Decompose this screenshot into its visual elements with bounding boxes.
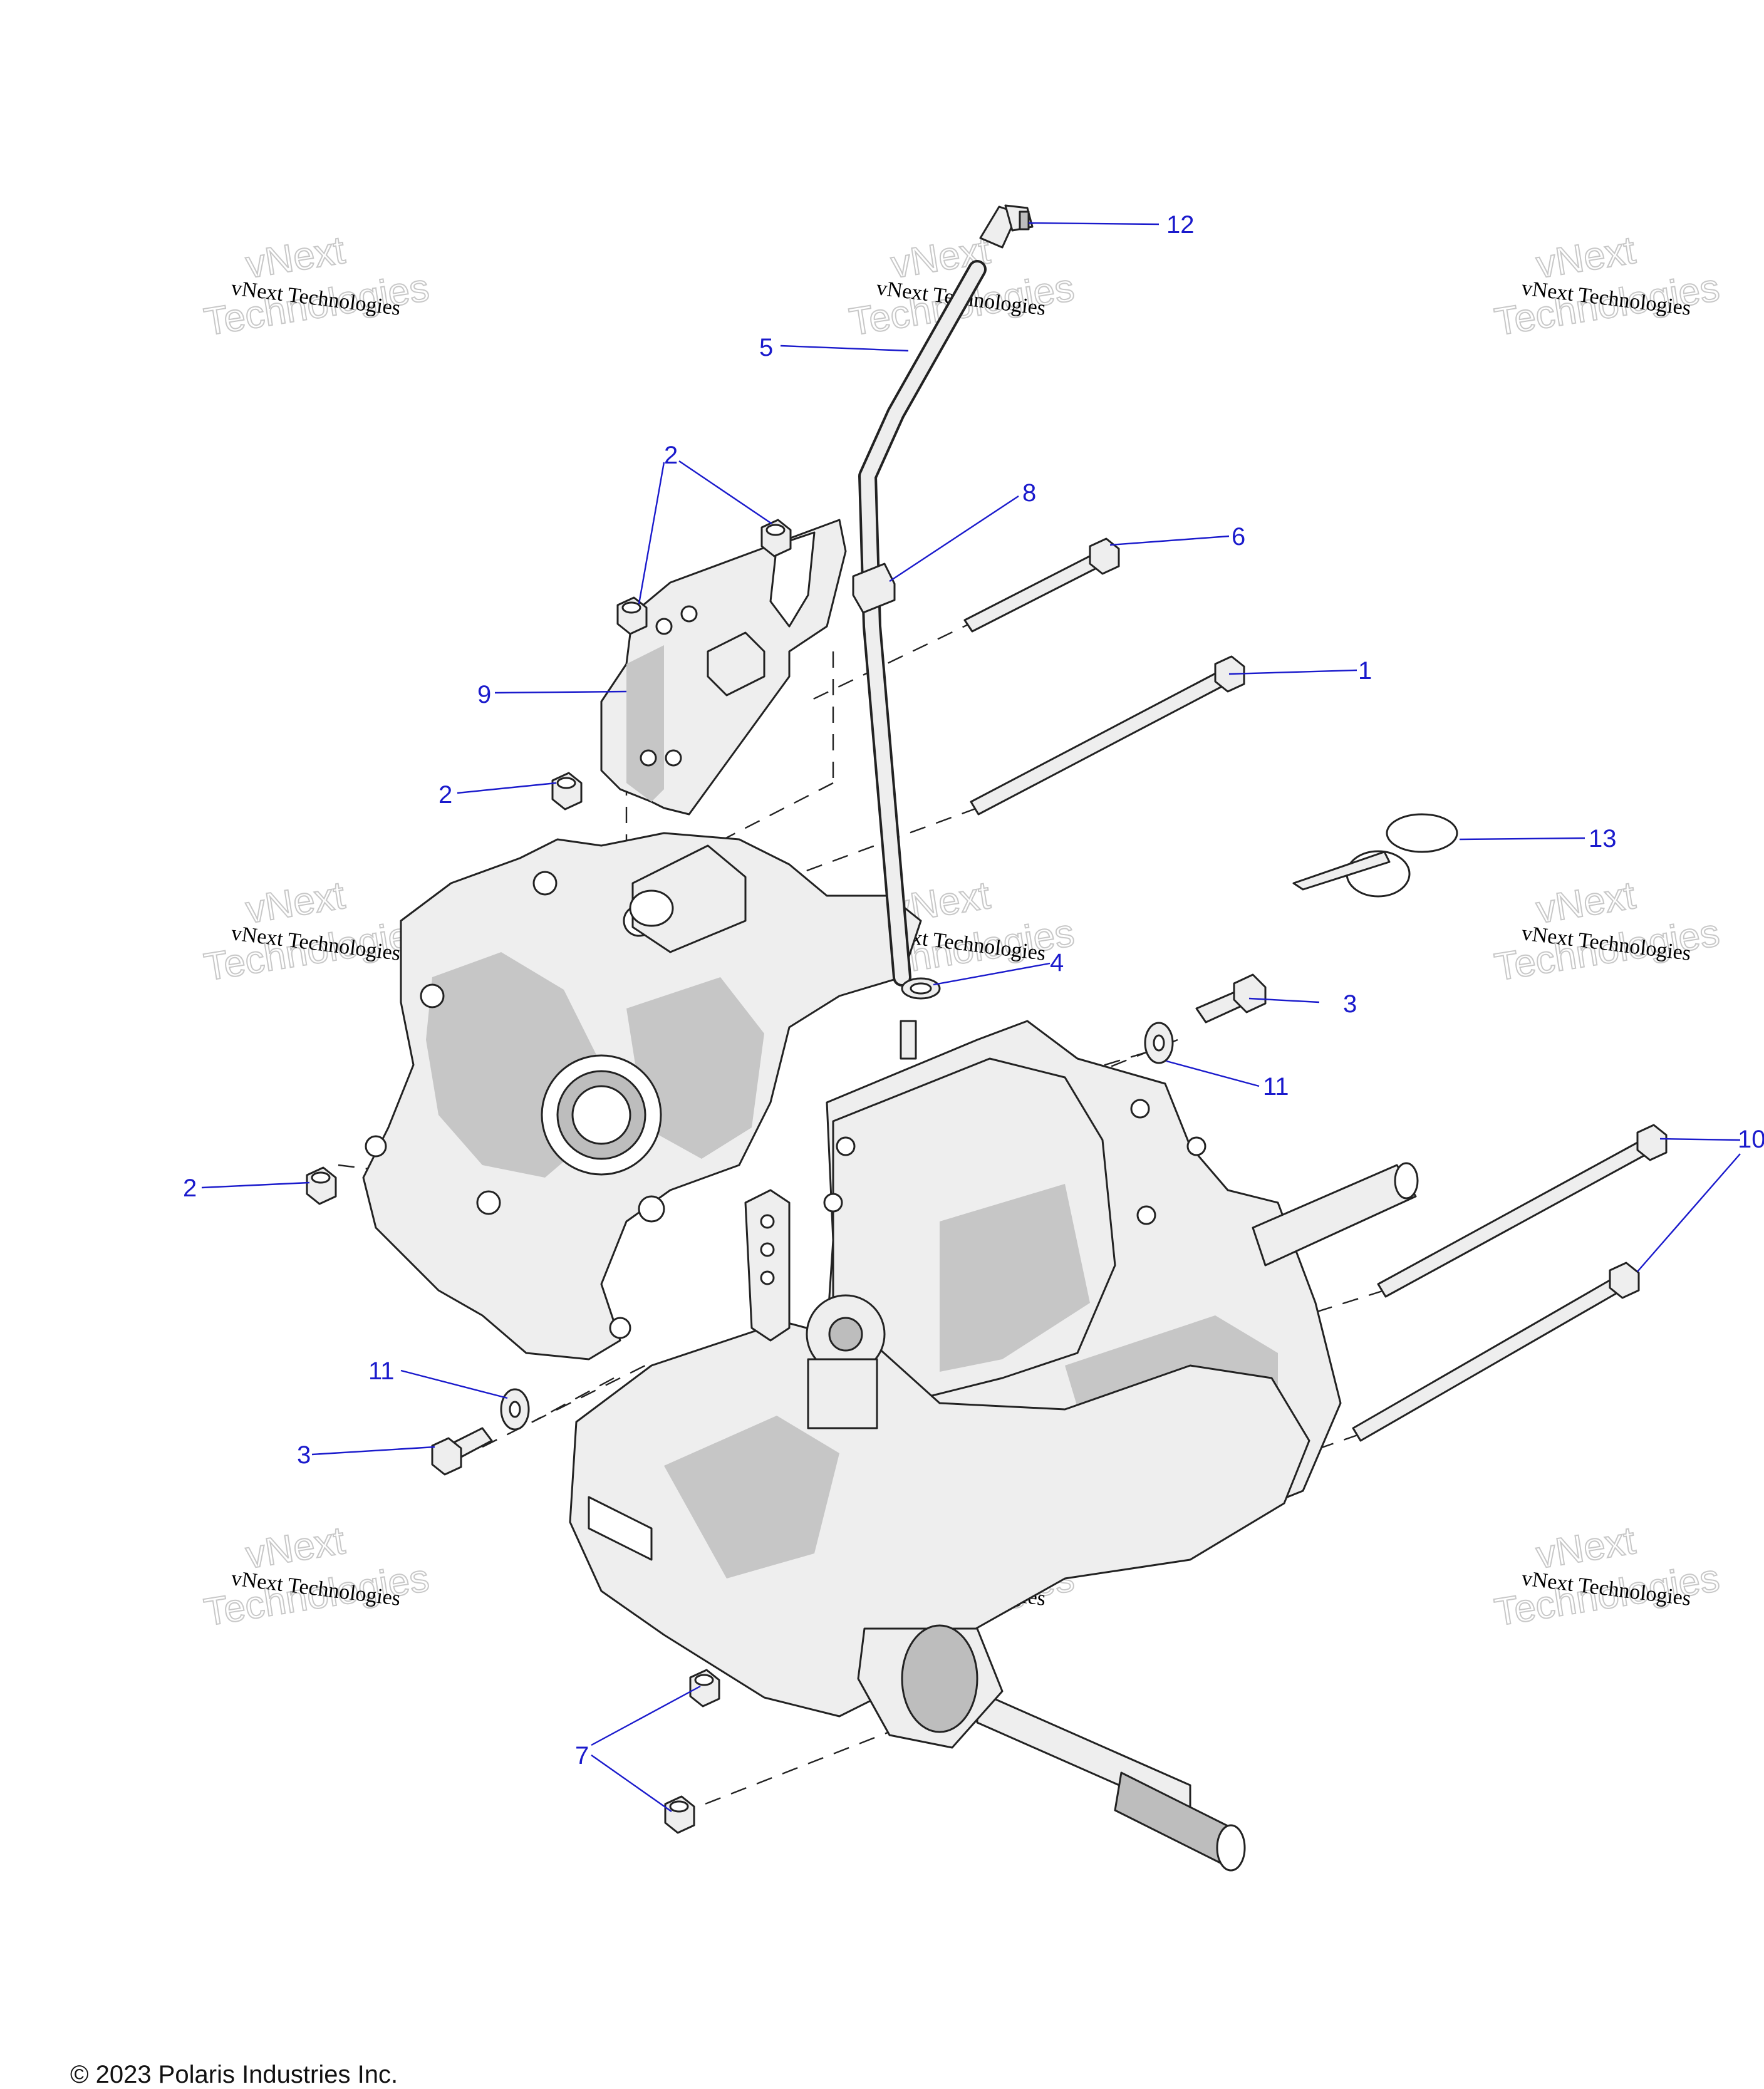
hex-bolt xyxy=(431,1427,493,1476)
callout-2: 2 xyxy=(664,442,678,469)
cover-bolt-hole xyxy=(1136,1205,1156,1225)
mount-boss-hole xyxy=(609,1317,631,1339)
flange-nut xyxy=(306,1166,337,1205)
flange-nut xyxy=(616,596,648,635)
washer-hole xyxy=(1153,1034,1165,1052)
long-bolt xyxy=(1377,1124,1668,1298)
shift-lever xyxy=(744,1189,791,1342)
vent-hose-fill xyxy=(861,262,984,984)
vent-nipple xyxy=(900,1020,917,1060)
callout-2: 2 xyxy=(438,781,452,809)
bracket-stud xyxy=(707,631,765,697)
washer-hole xyxy=(509,1401,521,1418)
cover-bolt-hole xyxy=(1130,1099,1150,1119)
leader-lines xyxy=(201,222,1741,1812)
watermark-vnext: vNext xyxy=(1533,1519,1638,1577)
engine-mount-bracket xyxy=(600,519,847,816)
bracket-hole xyxy=(680,605,698,623)
callout-10: 10 xyxy=(1738,1126,1764,1153)
cover-bolt-hole xyxy=(823,1193,843,1213)
sensor-connector xyxy=(807,1358,878,1429)
callout-6: 6 xyxy=(1232,523,1245,551)
mount-boss-hole xyxy=(420,983,445,1008)
copyright-notice: © 2023 Polaris Industries Inc. xyxy=(70,2061,398,2088)
output-spline xyxy=(571,1085,631,1145)
cylinder-boss-top xyxy=(629,889,674,927)
bracket-hole xyxy=(640,749,657,767)
mount-boss-hole xyxy=(365,1135,387,1158)
callout-4: 4 xyxy=(1050,949,1064,977)
elbow-fitting xyxy=(979,204,1034,249)
cylinder-boss xyxy=(631,844,747,953)
mount-boss-hole xyxy=(638,1195,665,1223)
gearbox-cover-shadow xyxy=(940,1184,1090,1372)
watermark-vnext: vNext xyxy=(243,1519,348,1577)
final-drive-housing xyxy=(569,1320,1310,1718)
flange-nut xyxy=(551,772,583,811)
callout-8: 8 xyxy=(1022,479,1036,507)
bracket-slot xyxy=(769,531,816,628)
hose-clamp-inner xyxy=(910,982,932,995)
hose-clip xyxy=(852,562,896,614)
watermark-mid-left: vNext Technologies xyxy=(200,873,432,990)
input-shaft-end xyxy=(1394,1162,1419,1200)
drain-plug-slot xyxy=(588,1496,653,1561)
callout-12: 12 xyxy=(1166,211,1195,239)
shift-lever-hole xyxy=(760,1242,775,1257)
watermark-vnext: vNext xyxy=(243,229,348,287)
watermark-vnext: vNext xyxy=(1533,229,1638,287)
callout-11: 11 xyxy=(368,1357,395,1385)
output-shaft-end xyxy=(1216,1824,1246,1872)
callout-3: 3 xyxy=(1343,990,1357,1018)
transmission-case-assembly xyxy=(362,832,1419,1872)
watermark-vnext: vNext xyxy=(1533,874,1638,932)
cover-bolt-hole xyxy=(1186,1136,1206,1156)
output-housing-bore xyxy=(901,1624,978,1733)
watermark-bottom-right: vNext Technologies xyxy=(1491,1518,1723,1635)
cable-tie xyxy=(1292,813,1458,898)
watermark-mid-right: vNext Technologies xyxy=(1491,873,1723,990)
callout-1: 1 xyxy=(1358,657,1372,685)
shift-lever-hole xyxy=(760,1270,775,1285)
hex-bolt xyxy=(1195,973,1267,1024)
watermark-top-right: vNext Technologies xyxy=(1491,228,1723,345)
shift-lever-hole xyxy=(760,1214,775,1229)
bracket-hole xyxy=(665,749,682,767)
callout-3: 3 xyxy=(297,1441,311,1469)
flange-nut xyxy=(664,1795,695,1834)
callout-2: 2 xyxy=(183,1174,197,1202)
long-bolt xyxy=(970,655,1245,816)
bracket-hole xyxy=(655,618,673,635)
cover-bolt-hole xyxy=(836,1136,856,1156)
flange-nut xyxy=(760,519,792,557)
watermark-bottom-left: vNext Technologies xyxy=(200,1518,432,1635)
long-bolt xyxy=(1352,1262,1640,1442)
gear-position-sensor-hub xyxy=(828,1317,863,1352)
callout-11: 11 xyxy=(1263,1073,1289,1101)
long-bolt xyxy=(963,537,1120,633)
watermark-top-left: vNext Technologies xyxy=(200,228,432,345)
callout-5: 5 xyxy=(759,334,773,361)
watermark-vnext: vNext xyxy=(243,874,348,932)
mount-boss-hole xyxy=(532,871,558,896)
callout-7: 7 xyxy=(575,1742,589,1770)
input-shaft-spline xyxy=(1252,1164,1417,1267)
flange-nut xyxy=(689,1669,720,1708)
callout-13: 13 xyxy=(1589,825,1617,853)
callout-9: 9 xyxy=(477,681,491,708)
mount-boss-hole xyxy=(476,1190,501,1215)
final-drive-shadow xyxy=(664,1416,839,1578)
bracket-bend-shadow xyxy=(626,645,664,802)
watermark-top-center: vNext Technologies xyxy=(846,228,1077,345)
